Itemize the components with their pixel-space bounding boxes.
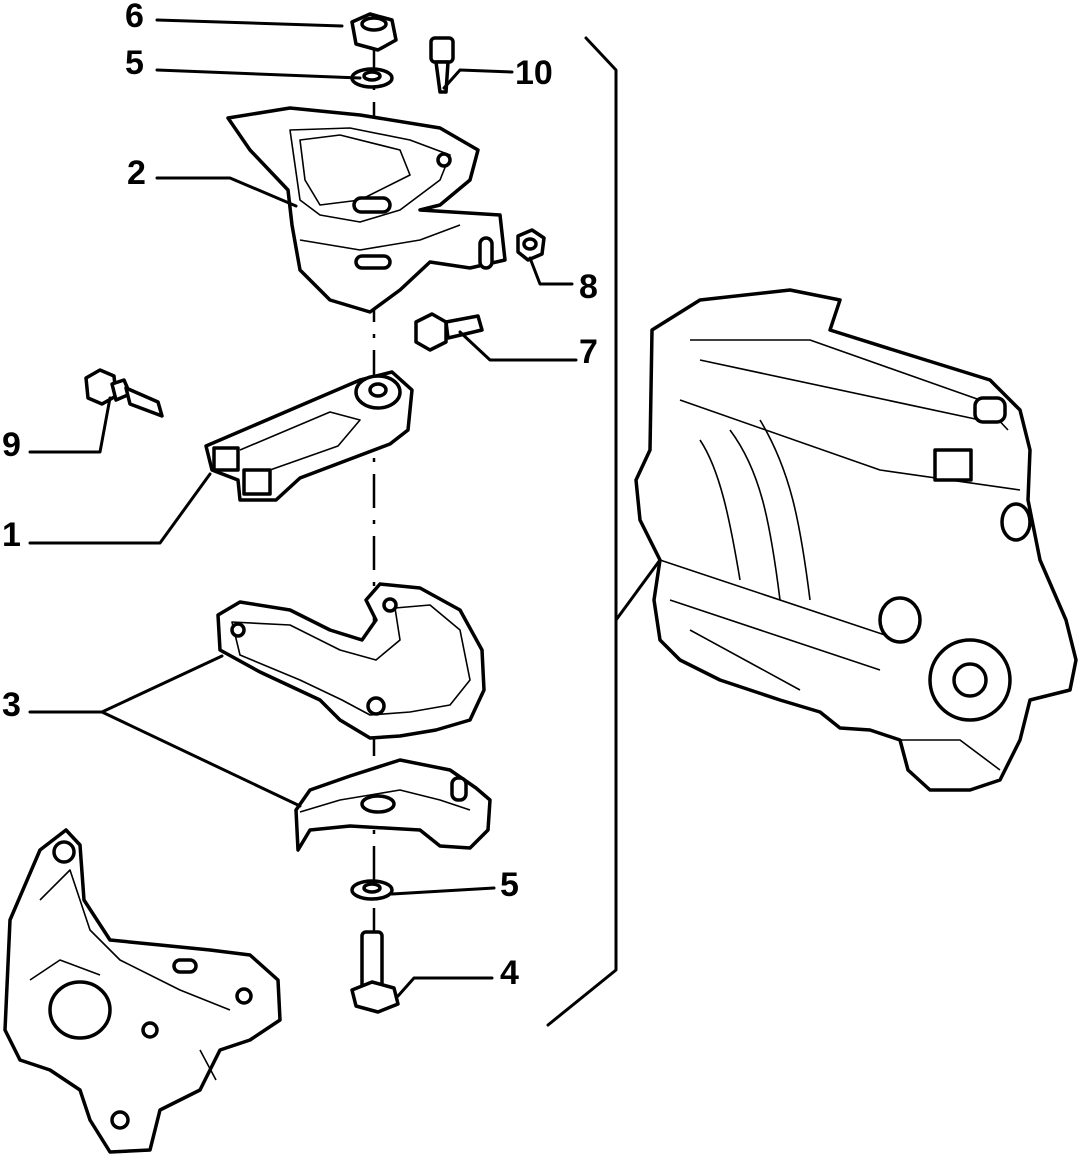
callout-5-bottom: 5: [500, 866, 519, 904]
callout-1: 1: [2, 516, 21, 554]
leader-lines: [28, 18, 578, 998]
part-6-nut[interactable]: [350, 12, 398, 52]
callout-7: 7: [579, 333, 598, 371]
part-5-washer-bottom[interactable]: [350, 879, 394, 901]
callout-8: 8: [579, 268, 598, 306]
support-casting: [3, 828, 282, 1154]
part-5-washer-top[interactable]: [350, 67, 394, 89]
engine-block: [634, 288, 1078, 792]
callout-3: 3: [2, 686, 21, 724]
callout-4: 4: [500, 954, 519, 992]
part-10-bolt[interactable]: [429, 36, 455, 94]
part-7-bolt[interactable]: [414, 312, 484, 352]
callout-10: 10: [515, 54, 553, 92]
part-3-upper-half[interactable]: [216, 582, 486, 740]
callout-5-top: 5: [125, 44, 144, 82]
part-2-upper-bracket[interactable]: [226, 106, 507, 314]
part-8-nut[interactable]: [516, 228, 546, 262]
part-3-lower-half[interactable]: [294, 758, 492, 852]
part-1-torque-rod[interactable]: [204, 370, 414, 502]
callout-6: 6: [125, 0, 144, 35]
part-9-bolt[interactable]: [84, 368, 164, 418]
part-4-bolt[interactable]: [350, 930, 400, 1014]
callout-2: 2: [127, 154, 146, 192]
engine-reference-bracket: [546, 36, 662, 1027]
callout-9: 9: [2, 426, 21, 464]
